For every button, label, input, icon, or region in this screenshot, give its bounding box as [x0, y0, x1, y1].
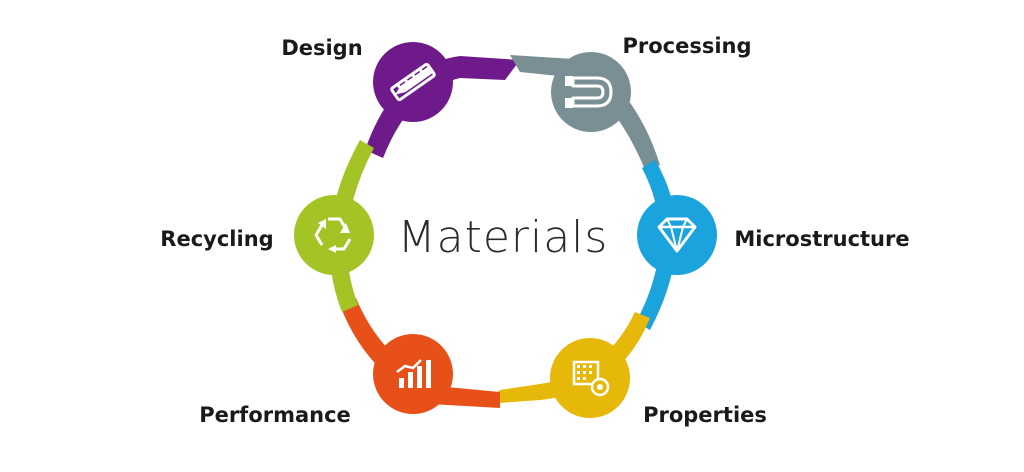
stage-node-properties[interactable]: Properties	[550, 338, 767, 427]
stage-node-recycling[interactable]: Recycling	[160, 195, 374, 275]
center-title: Materials	[398, 212, 609, 263]
stage-node-microstructure[interactable]: Microstructure	[637, 195, 910, 275]
magnet-icon	[565, 76, 613, 108]
stage-label-microstructure: Microstructure	[734, 227, 909, 251]
bar-chart-icon	[396, 359, 431, 388]
ruler-pencil-icon	[390, 62, 436, 102]
stage-node-design[interactable]: Design	[281, 36, 453, 122]
microstructure-circle	[637, 195, 717, 275]
grid-gear-icon	[572, 360, 610, 397]
stage-label-design: Design	[281, 36, 362, 60]
stage-label-recycling: Recycling	[160, 227, 273, 251]
diamond-icon	[657, 217, 697, 253]
recycling-circle	[294, 195, 374, 275]
stage-label-performance: Performance	[199, 403, 351, 427]
stage-node-processing[interactable]: Processing	[551, 34, 752, 132]
recycle-icon	[314, 217, 352, 253]
stage-label-properties: Properties	[643, 403, 767, 427]
properties-circle	[550, 338, 630, 418]
stage-label-processing: Processing	[622, 34, 751, 58]
processing-circle	[551, 52, 631, 132]
stage-node-performance[interactable]: Performance	[199, 334, 453, 427]
